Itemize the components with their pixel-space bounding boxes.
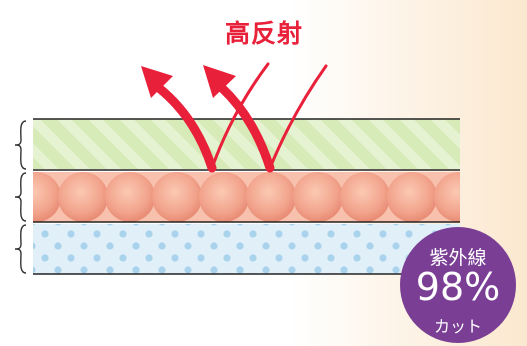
bottom-layer	[33, 224, 460, 275]
badge-label-top: 紫外線	[429, 247, 487, 269]
reflect-arrow-left-icon	[141, 62, 270, 173]
badge-value: 98%	[415, 265, 501, 309]
uv-cut-badge: 紫外線 98% カット	[400, 227, 516, 343]
badge-label-bottom: カット	[433, 317, 482, 336]
middle-layer	[33, 172, 460, 222]
brace-icon	[14, 120, 27, 274]
reflect-arrow-right-icon	[203, 64, 328, 173]
diagram-title: 高反射	[224, 19, 303, 48]
top-layer	[33, 118, 460, 171]
